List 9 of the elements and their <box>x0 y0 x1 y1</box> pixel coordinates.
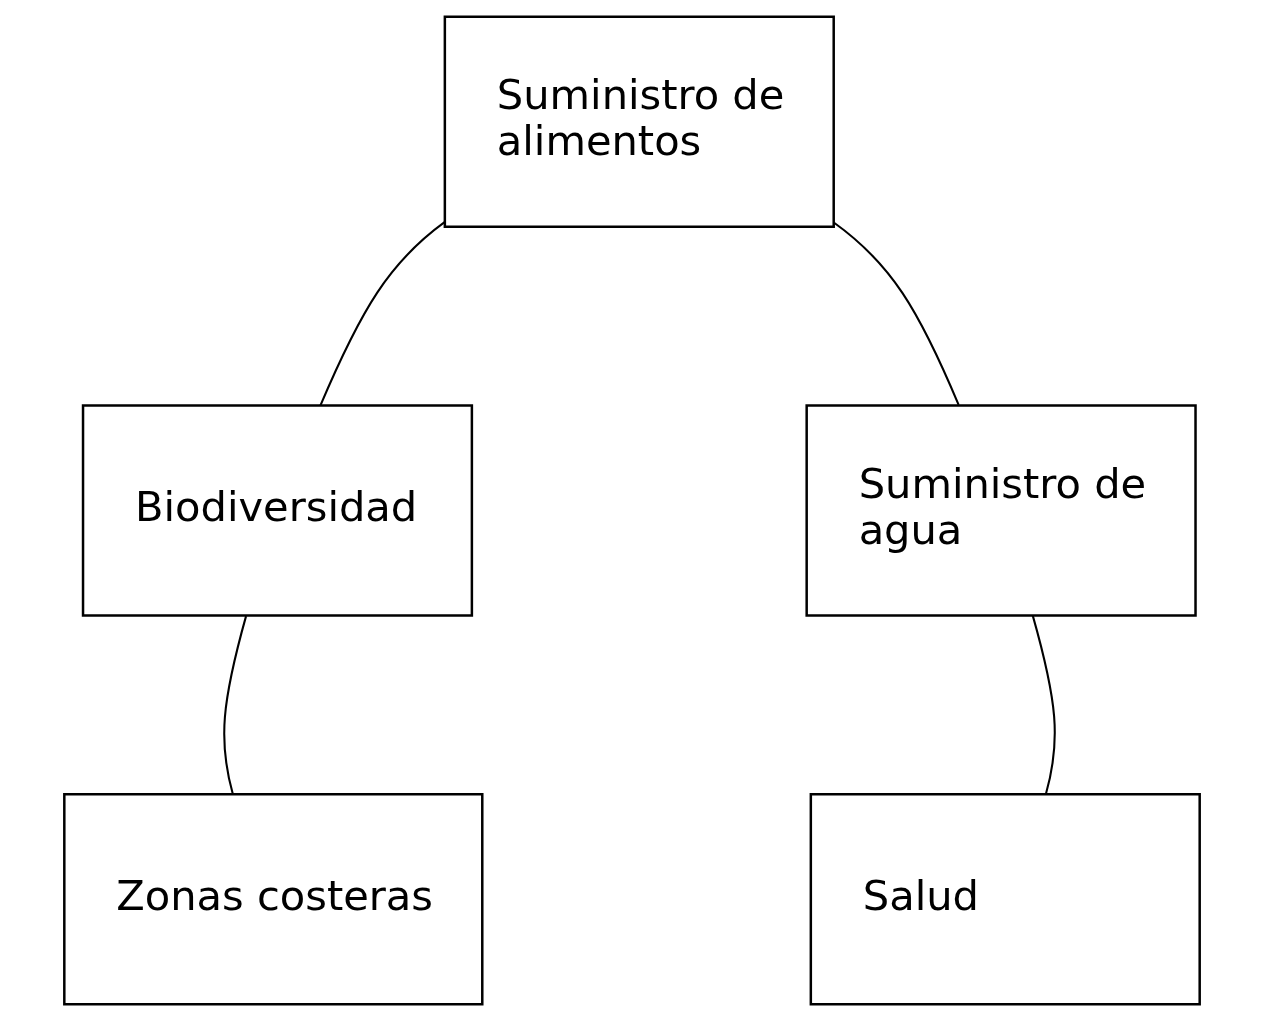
connector <box>1031 615 1056 794</box>
node-box: Salud <box>809 793 1201 1006</box>
node-box: Suministro de agua <box>805 404 1197 617</box>
node-box: Biodiversidad <box>81 404 474 617</box>
connector <box>319 221 446 406</box>
node-box: Suministro de alimentos <box>443 15 835 228</box>
node-box: Zonas costeras <box>63 793 484 1006</box>
connector <box>223 615 248 794</box>
connector <box>833 221 960 406</box>
